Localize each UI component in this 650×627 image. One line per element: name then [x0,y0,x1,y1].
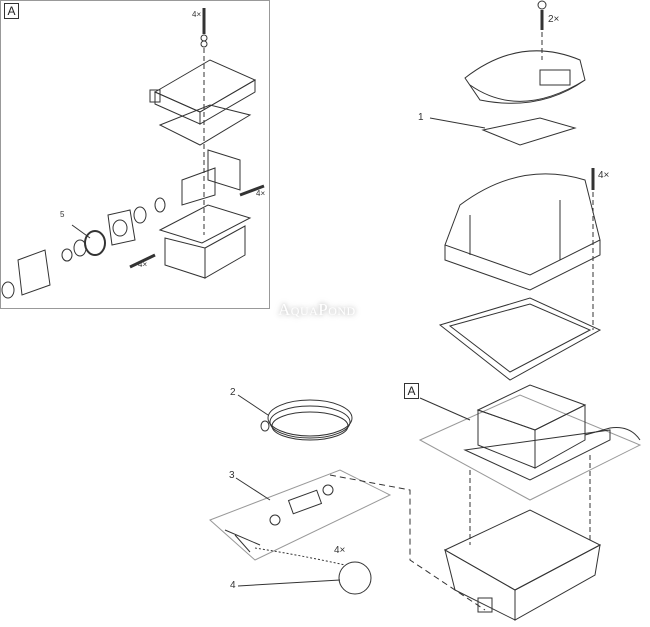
leader-4 [237,579,341,587]
part-4-label: 4 [230,580,236,591]
main-top-screws [537,0,547,60]
valve-kit [224,484,334,553]
part-1-label: 1 [418,112,424,123]
filter-mat [481,117,577,146]
leader-3 [235,477,271,501]
hose-route [329,474,486,611]
top-screw-qty: 2× [548,14,560,25]
leader-1 [429,117,486,129]
inset-bottom-screw-qty: 4× [138,260,148,269]
leader-a [419,397,471,421]
part-3-label: 3 [229,470,235,481]
main-housing [444,173,601,291]
valve-qty: 4× [334,545,346,556]
assembly-a-plane [418,394,642,501]
inset-frame [0,0,270,309]
gasket [438,297,602,381]
part-2-label: 2 [230,387,236,398]
air-stone [254,547,372,595]
inset-motor [181,149,241,206]
inset-label-a: A [4,3,19,19]
inset-diaphragm-parts [1,184,265,299]
hose-coil [260,399,353,441]
inset-lower-case [158,204,252,279]
main-cover [464,50,586,104]
inset-top-screw-qty: 4× [192,10,202,19]
inset-part-5: 5 [60,210,65,219]
inset-top-plate [149,59,257,146]
main-base [443,509,602,621]
assembly-a-pump [463,384,641,481]
inset-side-screw-qty: 4× [256,189,266,198]
assembly-a-label: A [404,383,419,399]
valve-kit-plane [209,469,392,561]
inset-top-screw [200,8,208,235]
leader-2 [237,394,269,416]
watermark: AquaPond [278,300,356,319]
housing-screw-qty: 4× [598,170,610,181]
gasket-inner [448,303,592,373]
